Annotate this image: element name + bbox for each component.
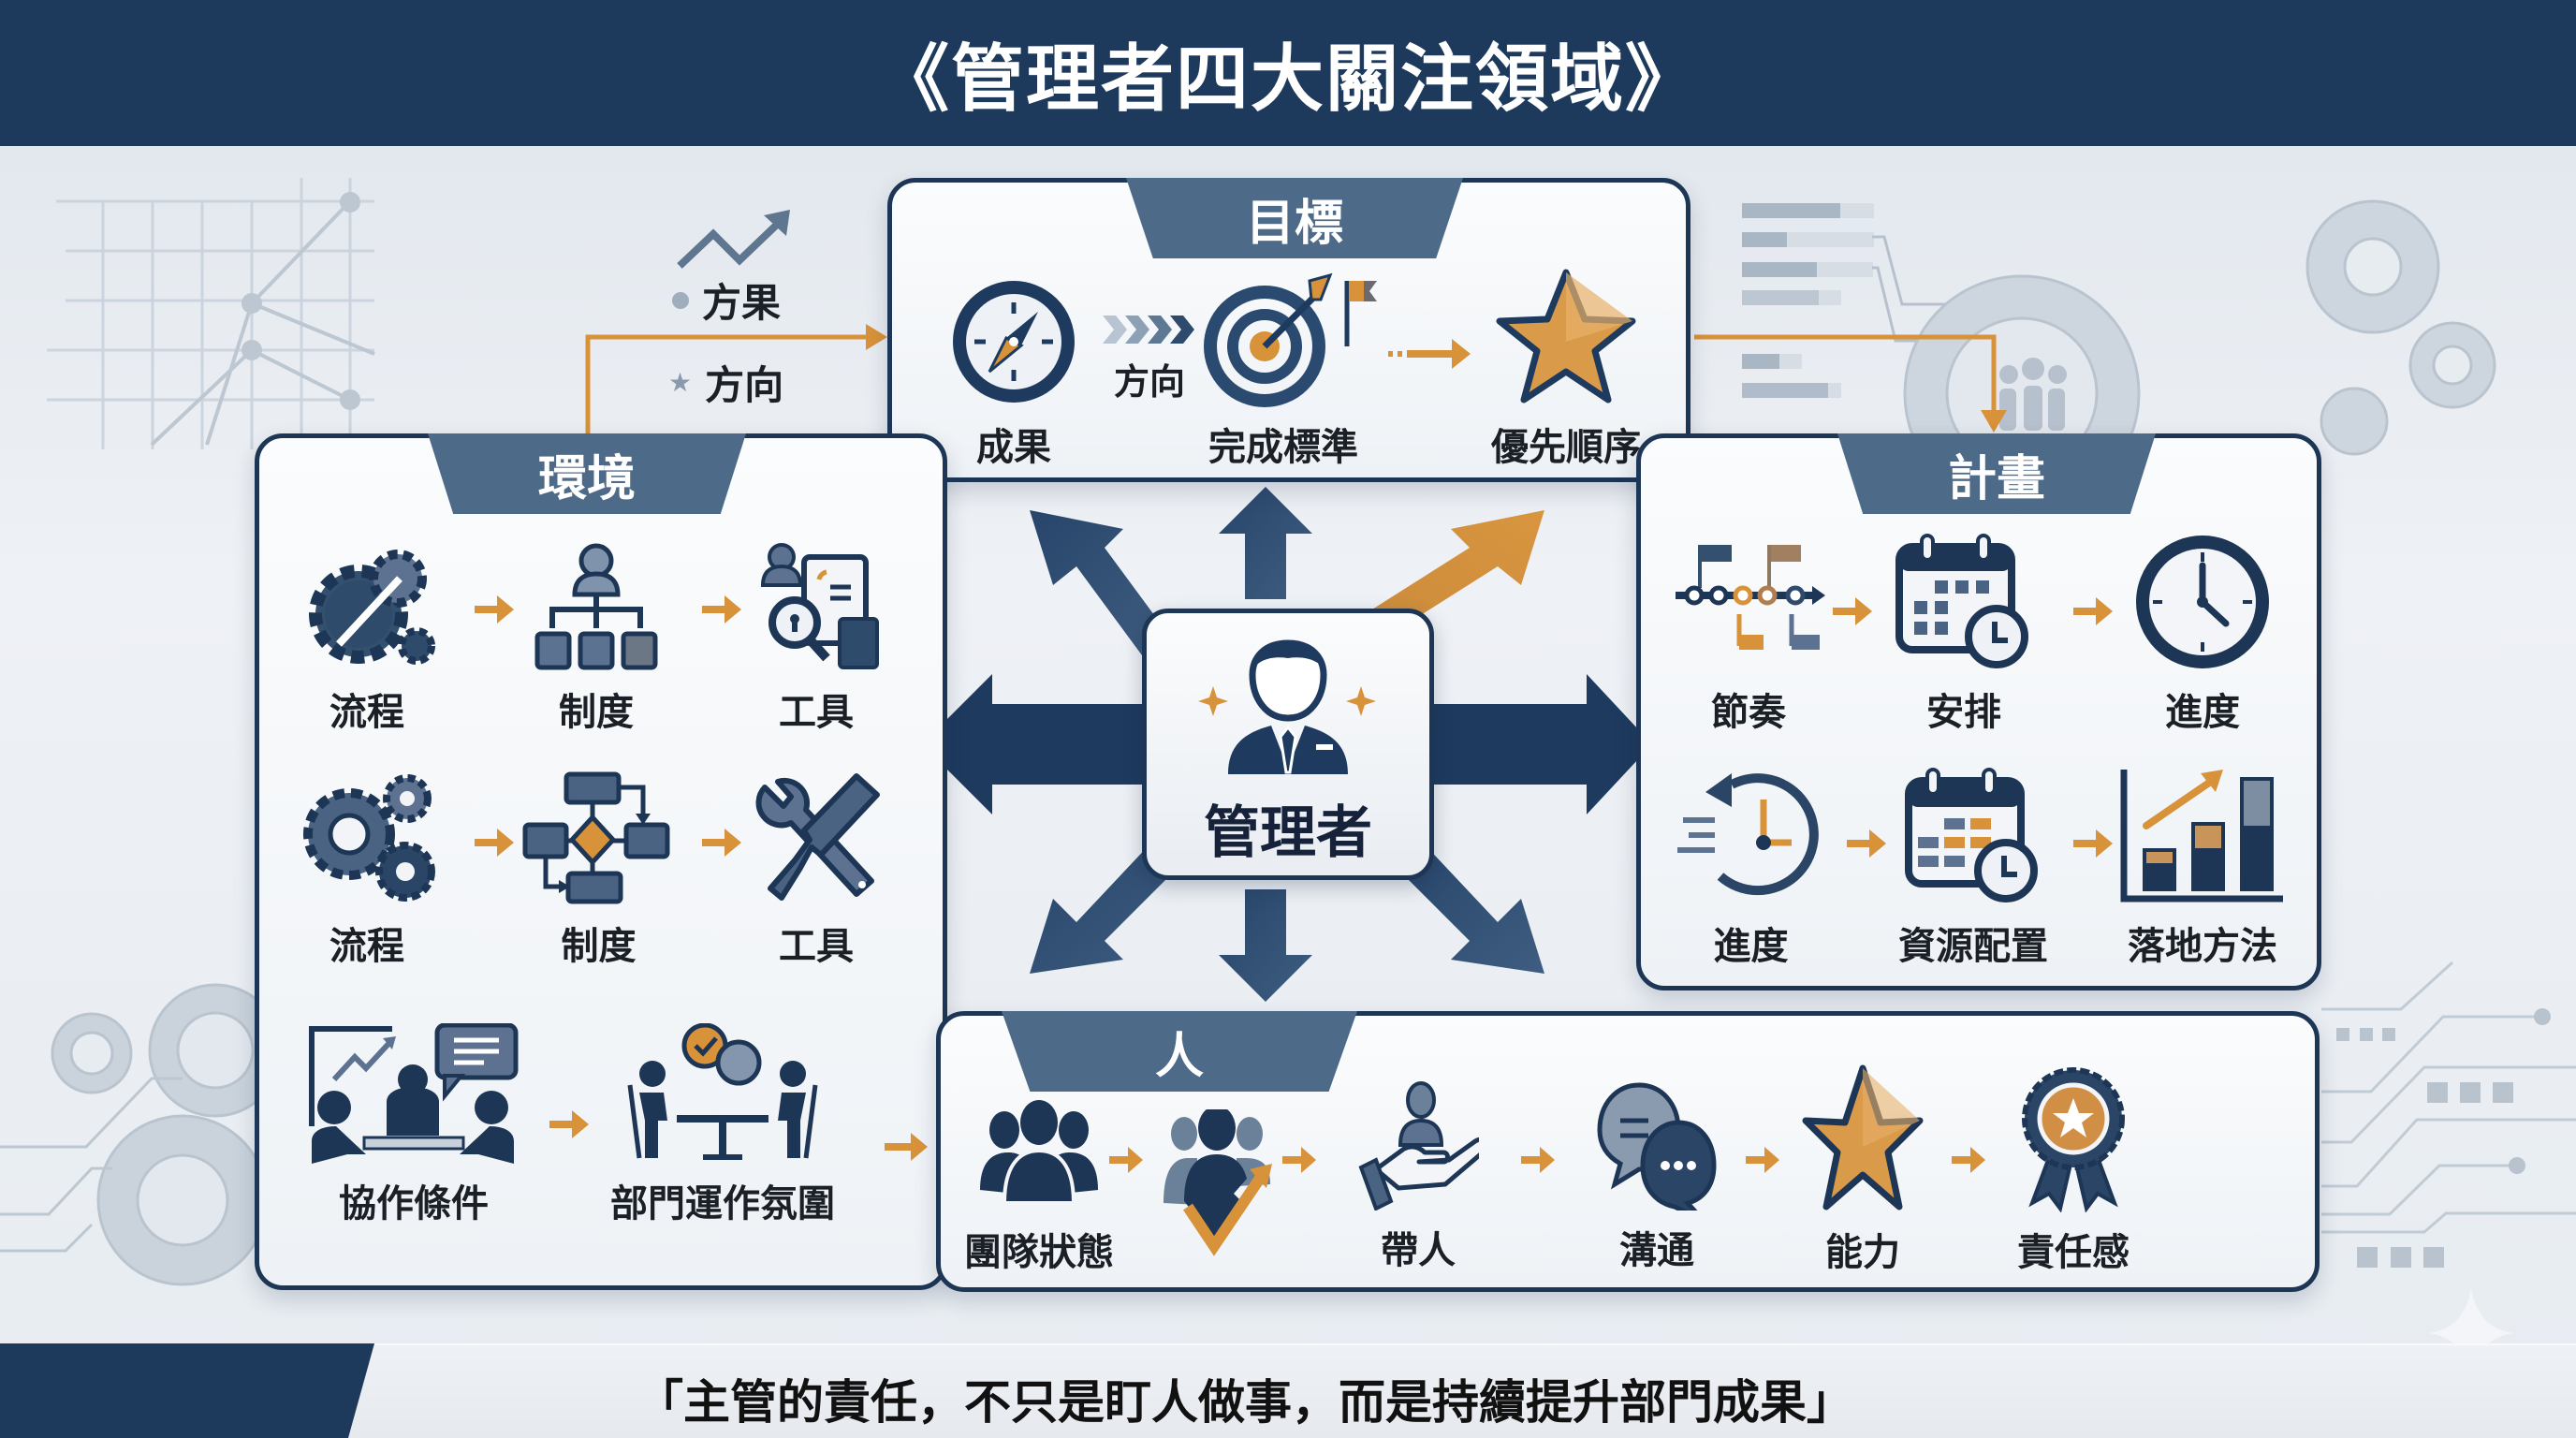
env-item-tool-2[interactable]: 工具 [746, 770, 886, 970]
team-growth-icon [1164, 1109, 1272, 1256]
target-icon [1204, 272, 1377, 407]
arrow-right-icon [1847, 829, 1886, 858]
small-arrow-icon [1388, 339, 1471, 369]
page-title: 《管理者四大關注領域》 [875, 37, 1700, 122]
arrow-right-icon [1952, 1147, 1985, 1173]
compass-icon [953, 281, 1075, 403]
hand-person-icon [1358, 1081, 1479, 1211]
star-icon: ★ [668, 367, 693, 398]
panel-environment-tab: 環境 [428, 433, 746, 514]
people-item-ability[interactable]: 能力 [1793, 1063, 1933, 1276]
people-item-communication[interactable]: 溝通 [1577, 1079, 1736, 1274]
people-item-responsibility[interactable]: 責任感 [1994, 1063, 2153, 1276]
star-icon [1496, 269, 1636, 404]
manager-label: 管理者 [1204, 800, 1372, 866]
plan-item-rhythm[interactable]: 節奏 [1674, 541, 1825, 736]
people-item-lead[interactable]: 帶人 [1334, 1079, 1502, 1274]
document-search-icon [760, 543, 879, 669]
arrow-right-icon [1746, 1147, 1779, 1173]
people-item-team-state[interactable]: 團隊狀態 [964, 1100, 1114, 1276]
timeline-icon [1675, 545, 1825, 650]
plan-item-schedule[interactable]: 安排 [1894, 532, 2034, 736]
env-item-process-1[interactable]: 流程 [297, 541, 437, 736]
panel-people: 人 團隊狀態 帶人 [936, 1011, 2320, 1292]
env-item-system-1[interactable]: 制度 [526, 536, 666, 736]
env-item-system-2[interactable]: 制度 [521, 770, 676, 970]
arrow-right-icon [1833, 597, 1872, 625]
panel-goal-tab: 目標 [1126, 178, 1463, 258]
footer-quote: 「主管的責任，不只是盯人做事，而是持續提升部門成果」 [637, 1375, 1853, 1430]
direction-chevrons: 方向 [1103, 314, 1196, 404]
bar-chart-icon [2120, 770, 2283, 902]
calendar-resource-icon [1905, 768, 2038, 902]
arrow-right-icon [475, 829, 514, 857]
plan-item-resources[interactable]: 資源配置 [1889, 766, 2057, 970]
gears-icon [303, 774, 435, 902]
tools-icon [755, 773, 880, 901]
env-item-process-2[interactable]: 流程 [297, 770, 437, 970]
panel-people-tab: 人 [1002, 1011, 1357, 1092]
side-note-direction: ★ 方向 [668, 362, 784, 408]
env-item-collaboration[interactable]: 協作條件 [297, 1023, 531, 1227]
calendar-clock-icon [1895, 534, 2028, 668]
env-item-atmosphere[interactable]: 部門運作氛圍 [596, 1023, 849, 1227]
clock-icon [2136, 536, 2269, 668]
org-chart-icon [534, 543, 658, 670]
dot-icon [672, 291, 689, 309]
history-clock-icon [1677, 773, 1819, 896]
plan-item-progress-1[interactable]: 進度 [2128, 532, 2277, 736]
chat-icon [1597, 1082, 1717, 1211]
star-icon [1802, 1064, 1924, 1211]
arrow-right-icon [2073, 829, 2113, 858]
award-ribbon-icon [2022, 1067, 2125, 1212]
arrow-right-icon [1521, 1147, 1555, 1173]
arrow-right-icon [885, 1133, 928, 1161]
side-note-result: 方果 [672, 271, 781, 329]
flowchart-icon [522, 771, 670, 904]
arrow-right-icon [475, 595, 514, 624]
meeting-icon [309, 1023, 519, 1164]
arrow-right-icon [1282, 1147, 1316, 1173]
footer-accent [0, 1343, 374, 1438]
direction-label: 方向 [1113, 361, 1185, 403]
discussion-icon [627, 1023, 818, 1160]
arrow-right-icon [702, 595, 741, 624]
team-icon [980, 1100, 1098, 1205]
panel-goal: 目標 成果 方向 完成標準 [887, 178, 1690, 482]
trend-up-icon [677, 210, 790, 269]
panel-plan-tab: 計畫 [1837, 433, 2156, 514]
manager-icon [1198, 639, 1376, 774]
goal-item-result[interactable]: 成果 [944, 276, 1084, 471]
env-item-tool-1[interactable]: 工具 [746, 536, 886, 736]
arrow-right-icon [702, 829, 741, 857]
arrow-right-icon [2073, 597, 2113, 625]
arrow-right-icon [1109, 1147, 1143, 1173]
goal-item-priority[interactable]: 優先順序 [1472, 267, 1660, 471]
arrow-right-icon [549, 1110, 589, 1138]
plan-item-method[interactable]: 落地方法 [2114, 766, 2291, 970]
header-banner: 《管理者四大關注領域》 [0, 0, 2576, 146]
panel-plan: 計畫 節奏 安排 [1636, 433, 2321, 990]
plan-item-progress-2[interactable]: 進度 [1674, 766, 1828, 970]
chevrons-icon [1103, 315, 1194, 344]
panel-environment: 環境 流程 制度 [255, 433, 947, 1290]
manager-card[interactable]: 管理者 [1142, 609, 1434, 880]
people-item-team-growth[interactable] [1151, 1109, 1282, 1269]
goal-item-standard[interactable]: 完成標準 [1190, 271, 1377, 471]
footer-bar [0, 1343, 2576, 1438]
gear-wrench-icon [309, 550, 435, 665]
